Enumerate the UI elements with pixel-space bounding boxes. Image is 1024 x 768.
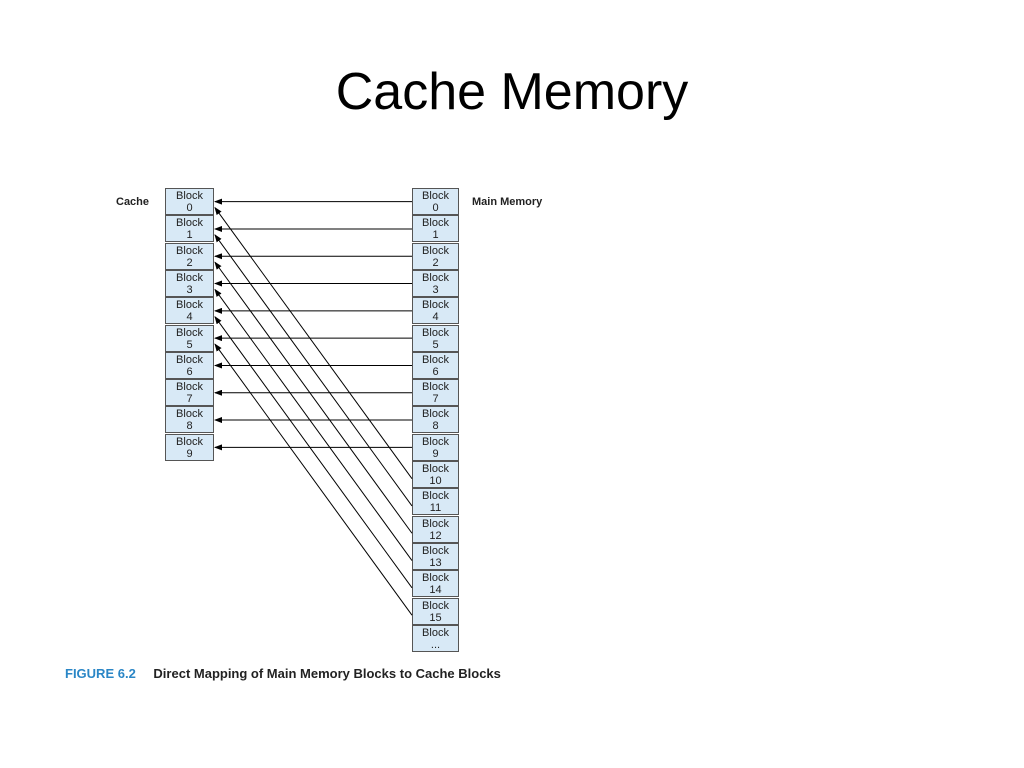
block-word: Block — [176, 271, 203, 284]
arrow-mem-10-to-cache-0 — [214, 206, 413, 479]
block-word: Block — [422, 599, 449, 612]
block-number: 7 — [432, 393, 439, 406]
block-number: ... — [430, 638, 441, 651]
block-word: Block — [422, 626, 449, 639]
block-word: Block — [422, 217, 449, 230]
block-word: Block — [422, 463, 449, 475]
block-word: Block — [422, 435, 449, 448]
block-number: 7 — [186, 393, 193, 406]
block-number: 14 — [429, 584, 442, 597]
block-number: 4 — [432, 311, 439, 324]
main-memory-label: Main Memory — [472, 196, 543, 208]
block-number: 4 — [186, 311, 193, 324]
block-word: Block — [422, 381, 449, 394]
arrow-mem-15-to-cache-5 — [214, 343, 413, 616]
block-number: 0 — [186, 202, 193, 214]
block-number: 0 — [432, 202, 439, 214]
block-number: 6 — [186, 365, 193, 378]
cache-label: Cache — [116, 196, 150, 208]
slide-title: Cache Memory — [335, 63, 689, 121]
figure-number: FIGURE 6.2 — [65, 666, 136, 681]
arrow-mem-11-to-cache-1 — [214, 234, 413, 507]
memory-block-16: Block... — [412, 624, 459, 652]
block-word: Block — [422, 271, 449, 284]
arrow-mem-13-to-cache-3 — [214, 288, 413, 561]
block-number: 2 — [432, 256, 439, 269]
block-number: 3 — [186, 283, 193, 296]
block-word: Block — [422, 490, 449, 503]
block-word: Block — [422, 244, 449, 257]
block-number: 8 — [432, 420, 439, 433]
figure-caption-text: Direct Mapping of Main Memory Blocks to … — [153, 666, 501, 681]
block-word: Block — [422, 517, 449, 530]
block-number: 1 — [186, 229, 193, 242]
block-number: 5 — [186, 338, 193, 351]
block-word: Block — [422, 408, 449, 421]
block-number: 9 — [432, 447, 439, 460]
block-number: 15 — [429, 611, 442, 624]
block-word: Block — [176, 244, 203, 257]
block-word: Block — [176, 326, 203, 339]
block-word: Block — [422, 326, 449, 339]
figure-caption: FIGURE 6.2 Direct Mapping of Main Memory… — [65, 666, 501, 681]
block-number: 8 — [186, 420, 193, 433]
block-word: Block — [176, 217, 203, 230]
block-word: Block — [176, 190, 203, 202]
block-word: Block — [176, 353, 203, 366]
block-number: 9 — [186, 447, 193, 460]
arrow-mem-14-to-cache-4 — [214, 316, 413, 589]
block-number: 6 — [432, 365, 439, 378]
block-word: Block — [176, 408, 203, 421]
block-word: Block — [176, 381, 203, 394]
block-word: Block — [422, 299, 449, 312]
arrow-mem-12-to-cache-2 — [214, 261, 413, 534]
block-word: Block — [422, 190, 449, 202]
block-number: 11 — [429, 502, 442, 515]
block-number: 2 — [186, 256, 193, 269]
block-number: 3 — [432, 283, 439, 296]
block-word: Block — [176, 435, 203, 448]
block-number: 1 — [432, 229, 439, 242]
block-word: Block — [422, 572, 449, 585]
block-number: 13 — [429, 556, 442, 569]
block-word: Block — [176, 299, 203, 312]
block-number: 12 — [429, 529, 442, 542]
block-number: 5 — [432, 338, 439, 351]
block-number: 10 — [429, 475, 442, 487]
block-word: Block — [422, 544, 449, 557]
block-word: Block — [422, 353, 449, 366]
